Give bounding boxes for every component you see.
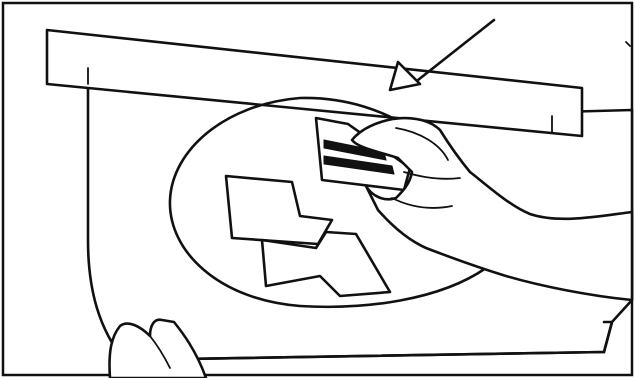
line-illustration <box>0 0 635 378</box>
illustration-page <box>0 0 635 378</box>
